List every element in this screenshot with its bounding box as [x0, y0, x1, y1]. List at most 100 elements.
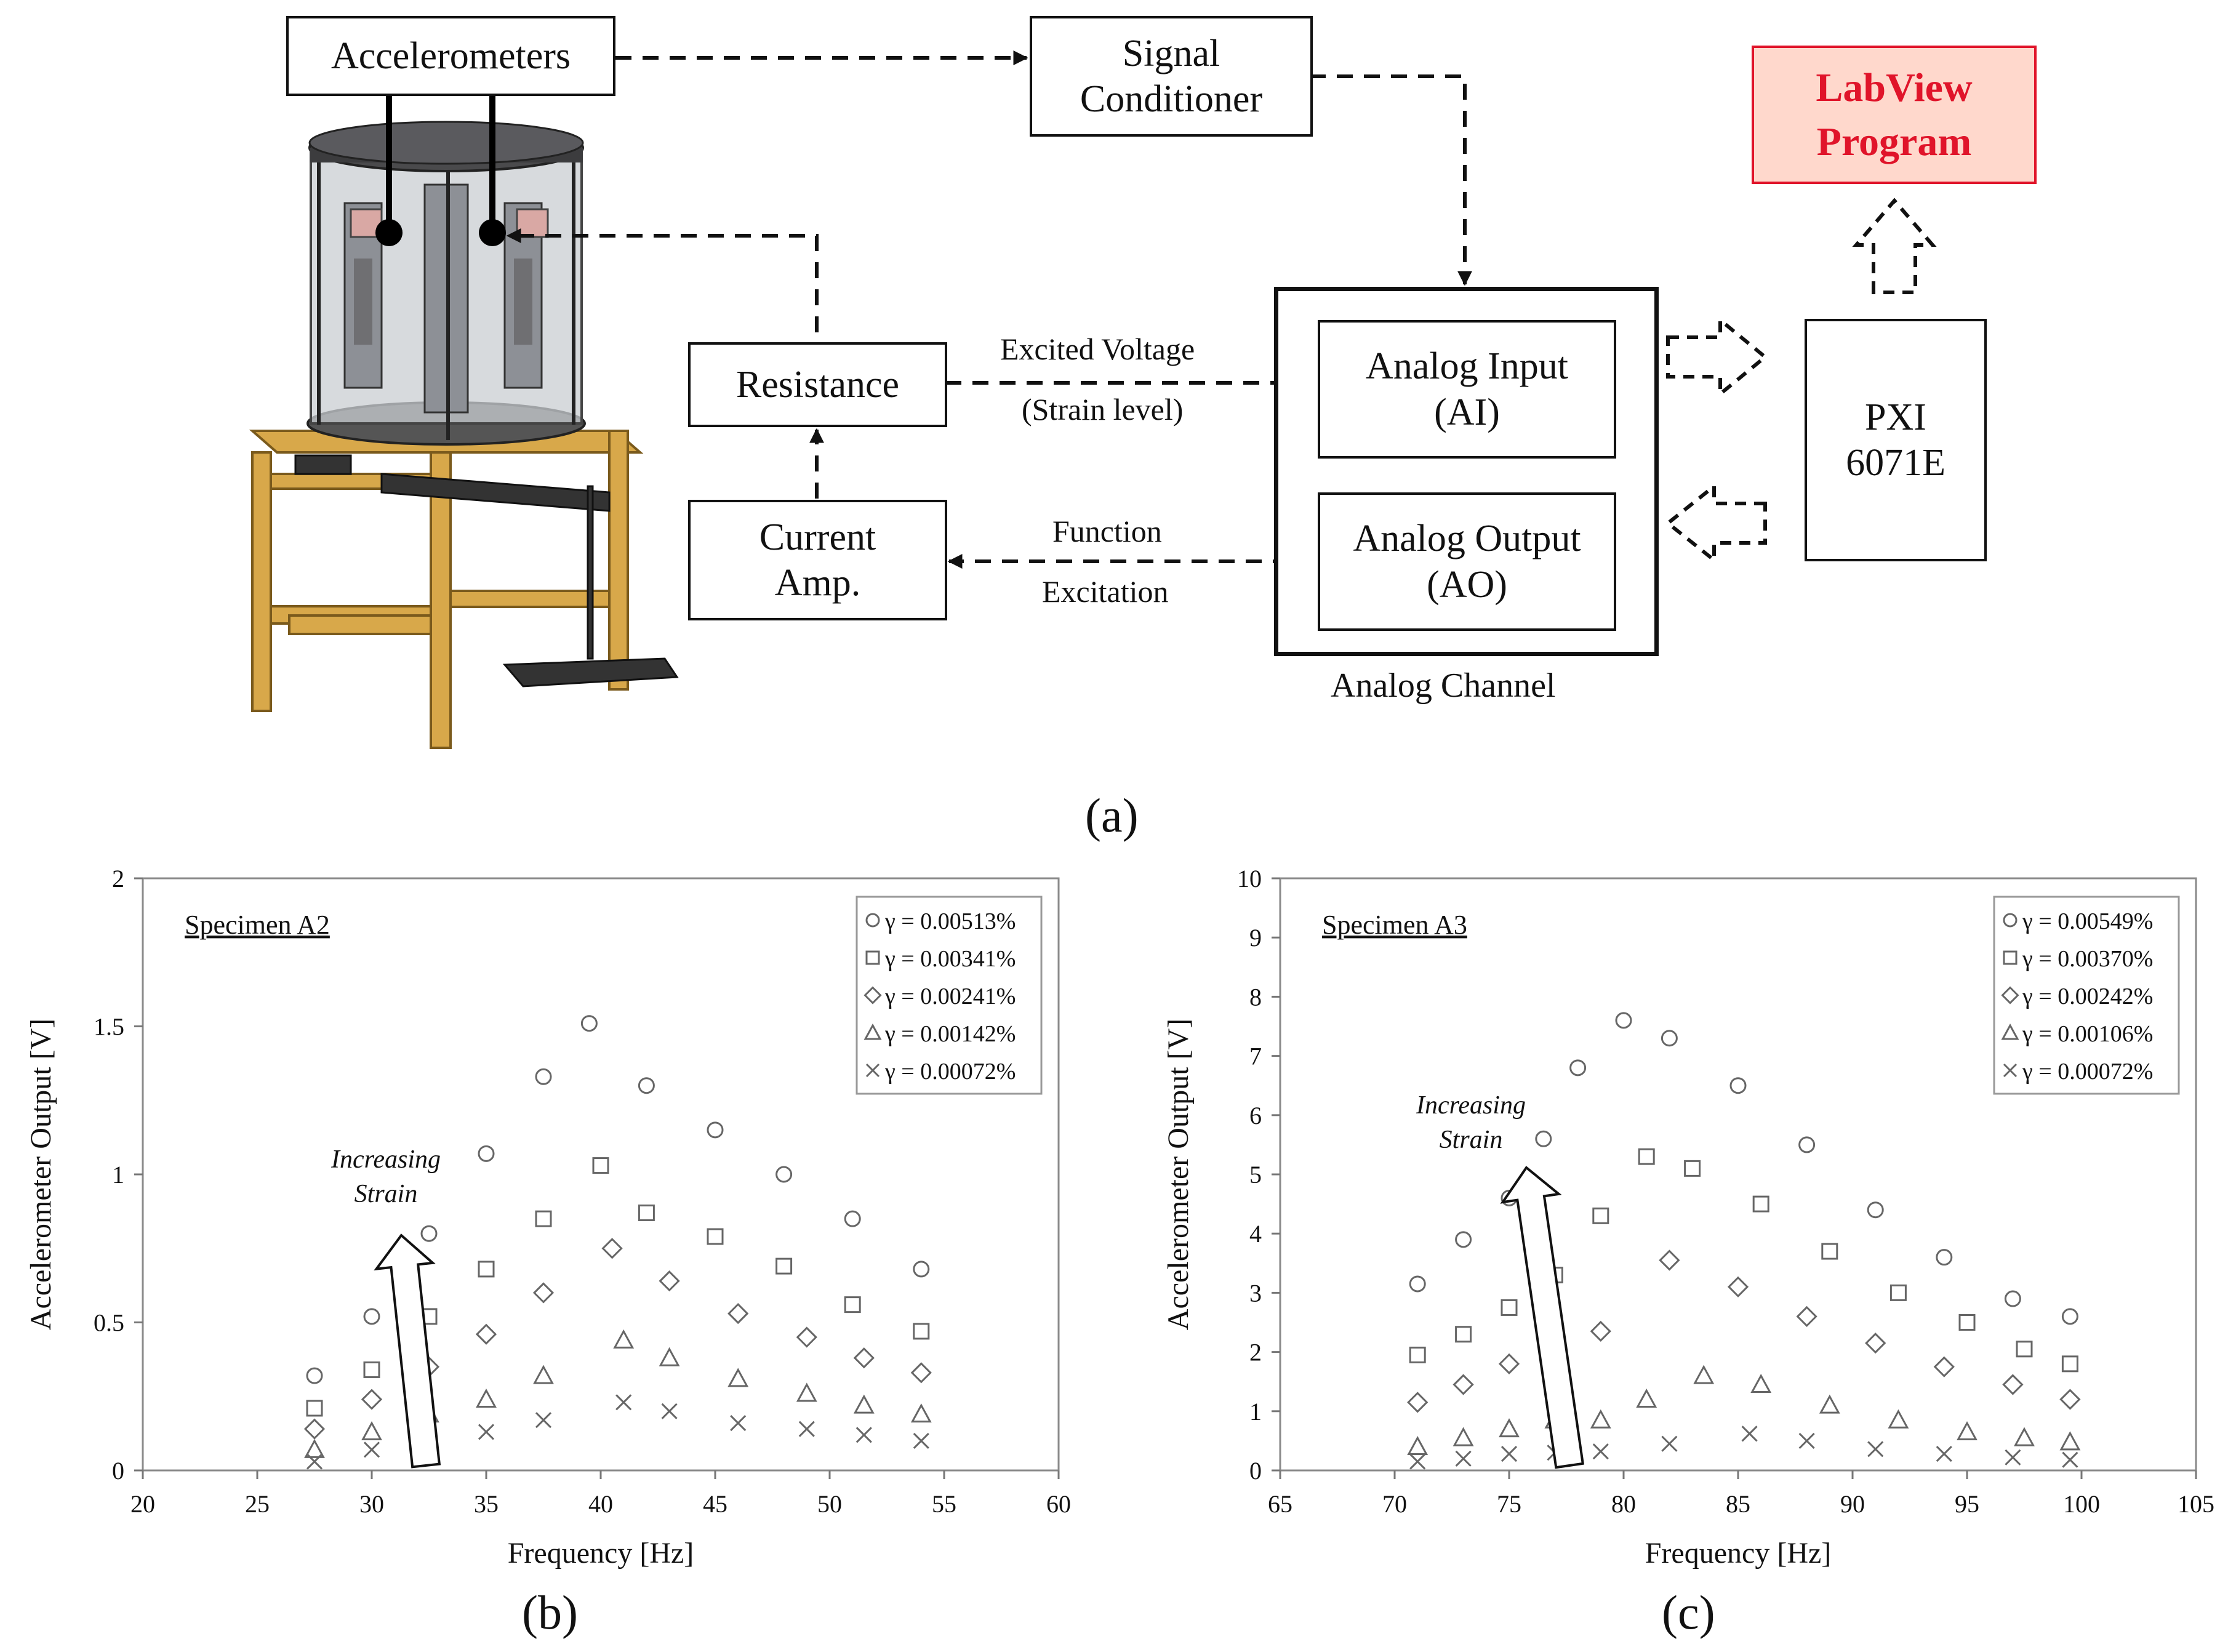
data-point [1888, 1409, 1909, 1429]
legend-marker [865, 1063, 880, 1078]
data-point [2061, 1355, 2078, 1373]
data-point [853, 1394, 875, 1414]
data-point [1936, 1249, 1953, 1266]
data-point [2016, 1341, 2033, 1358]
data-point [1821, 1243, 1838, 1260]
data-point [775, 1257, 793, 1275]
legend-entry: γ = 0.00241% [884, 984, 1016, 1009]
data-point [727, 1368, 749, 1387]
data-point [844, 1296, 861, 1313]
legend-entry: γ = 0.00341% [884, 946, 1016, 972]
panel-label-c: (c) [1662, 1586, 1715, 1639]
data-point [1867, 1441, 1884, 1458]
data-point [913, 1432, 929, 1449]
specimen-title: Specimen A3 [1322, 910, 1467, 940]
pxi-6071e-box: PXI 6071E [1805, 319, 1987, 561]
legend-entry: γ = 0.00242% [2022, 984, 2153, 1009]
y-tick-label: 7 [1249, 1043, 1262, 1070]
y-tick-label: 9 [1249, 924, 1262, 952]
specimen-title: Specimen A2 [185, 910, 330, 940]
increasing-strain-arrow [374, 1233, 441, 1469]
legend-marker [864, 986, 882, 1004]
data-point [2061, 1308, 2078, 1325]
data-point [1933, 1356, 1955, 1377]
legend-entry: γ = 0.00072% [884, 1059, 1016, 1085]
legend-marker [2001, 986, 2019, 1004]
data-point [913, 1261, 930, 1278]
data-point [1819, 1394, 1840, 1414]
data-point [638, 1077, 655, 1094]
x-tick-label: 85 [1726, 1490, 1750, 1518]
increasing-strain-arrow [1500, 1166, 1585, 1469]
data-point [478, 1145, 495, 1162]
resistance-box: Resistance [688, 342, 947, 427]
data-point [775, 1166, 793, 1183]
data-point [910, 1403, 932, 1423]
legend-marker [865, 950, 880, 965]
y-tick-label: 1.5 [94, 1013, 124, 1041]
x-axis-label: Frequency [Hz] [508, 1537, 694, 1570]
x-tick-label: 65 [1268, 1490, 1292, 1518]
data-point [844, 1210, 861, 1227]
data-point [363, 1441, 380, 1458]
current-amp-box: Current Amp. [688, 500, 947, 620]
data-point [1535, 1130, 1552, 1147]
data-point [1936, 1445, 1952, 1462]
data-point [592, 1157, 609, 1174]
excitation-label: Excitation [1042, 574, 1169, 609]
x-tick-label: 60 [1046, 1490, 1071, 1518]
x-tick-label: 50 [817, 1490, 842, 1518]
x-tick-label: 70 [1382, 1490, 1407, 1518]
y-tick-label: 1 [1249, 1398, 1262, 1425]
data-point [535, 1210, 552, 1227]
data-point [2059, 1431, 2081, 1451]
data-point [1752, 1195, 1769, 1213]
data-point [659, 1347, 680, 1366]
data-point [661, 1403, 678, 1419]
y-tick-label: 0 [112, 1457, 124, 1485]
data-point [1684, 1160, 1701, 1177]
data-point [853, 1347, 875, 1369]
data-point [638, 1205, 655, 1222]
data-point [1592, 1207, 1609, 1224]
function-label: Function [1052, 514, 1162, 548]
data-point [1501, 1445, 1518, 1462]
data-point [1638, 1148, 1655, 1165]
data-point [1798, 1432, 1815, 1449]
data-point [1750, 1373, 1772, 1393]
legend-entry: γ = 0.00072% [2022, 1059, 2153, 1085]
data-point [1957, 1421, 1978, 1440]
legend-marker [865, 913, 880, 928]
data-point [1741, 1425, 1758, 1442]
data-point [1636, 1389, 1657, 1408]
data-point [1659, 1249, 1680, 1271]
x-tick-label: 105 [2178, 1490, 2214, 1518]
x-tick-label: 55 [932, 1490, 956, 1518]
legend-entry: γ = 0.00106% [2022, 1021, 2153, 1047]
y-tick-label: 6 [1249, 1102, 1262, 1129]
data-point [420, 1225, 438, 1242]
analog-channel-label: Analog Channel [1331, 667, 1556, 705]
data-point [361, 1389, 383, 1410]
y-axis-label: Accelerometer Output [V] [25, 1019, 57, 1330]
data-point [1867, 1201, 1884, 1219]
data-point [601, 1238, 623, 1259]
x-tick-label: 45 [703, 1490, 727, 1518]
legend-entry: γ = 0.00549% [2022, 908, 2153, 934]
y-tick-label: 0.5 [94, 1309, 124, 1337]
legend-entry: γ = 0.00142% [884, 1021, 1016, 1047]
data-point [2004, 1290, 2021, 1307]
x-tick-label: 35 [474, 1490, 499, 1518]
x-axis-label: Frequency [Hz] [1645, 1537, 1832, 1570]
legend-box [1993, 896, 2180, 1095]
signal-conditioner-box: Signal Conditioner [1030, 16, 1313, 137]
y-tick-label: 3 [1249, 1279, 1262, 1307]
data-point [615, 1394, 632, 1411]
y-axis-label: Accelerometer Output [V] [1162, 1019, 1195, 1330]
data-point [1407, 1435, 1429, 1456]
panel-label-b: (b) [522, 1586, 578, 1639]
data-point [1453, 1374, 1474, 1395]
panel-label-a: (a) [1085, 788, 1139, 842]
y-tick-label: 4 [1249, 1220, 1262, 1248]
